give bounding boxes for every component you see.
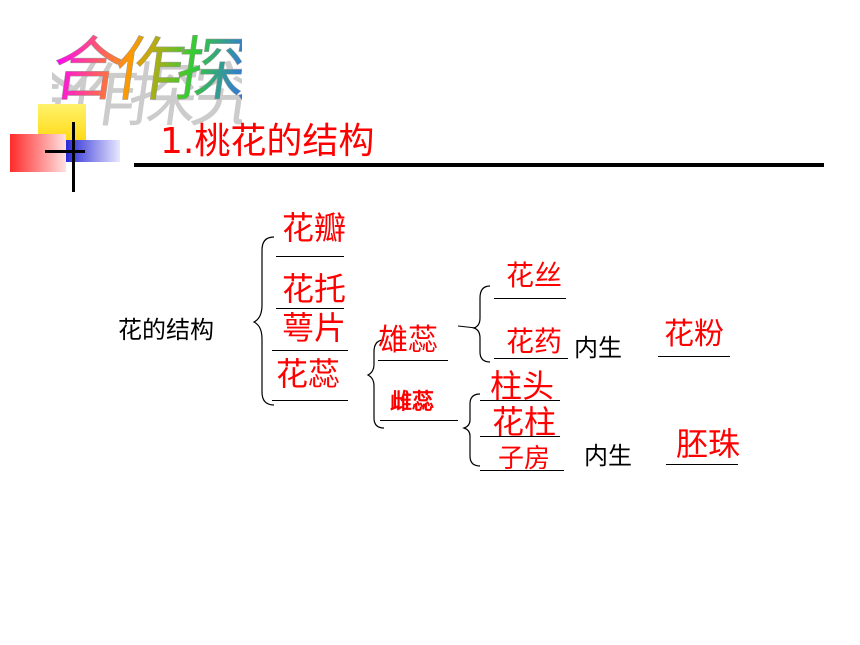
- blank-stamen: [378, 360, 448, 361]
- blank-sepal: [272, 350, 348, 351]
- wordart-title: 合作探究 合作探究: [52, 29, 242, 126]
- blank-pollen: [658, 356, 730, 357]
- answer-ovule: 胚珠: [676, 425, 741, 463]
- blank-receptacle: [276, 308, 344, 309]
- answer-receptacle: 花托: [282, 270, 347, 308]
- answer-pistil: 雌蕊: [390, 390, 435, 415]
- answer-petal: 花瓣: [282, 209, 347, 247]
- blank-anther: [494, 358, 568, 359]
- root-label: 花的结构: [118, 316, 214, 344]
- wordart-title-text: 合作探究: [52, 29, 242, 111]
- answer-stigma: 柱头: [490, 367, 555, 405]
- blank-pistil: [380, 420, 458, 421]
- blank-style: [480, 436, 560, 437]
- title-underline: [134, 163, 824, 167]
- blank-filament: [494, 298, 566, 299]
- page-title: 1.桃花的结构: [160, 121, 375, 162]
- blank-petal: [276, 256, 344, 257]
- answer-style: 花柱: [492, 403, 557, 441]
- blank-ovule: [666, 464, 738, 465]
- blank-ovary: [480, 470, 564, 471]
- answer-stamen: 雄蕊: [378, 323, 438, 358]
- decorative-squares: [10, 104, 120, 192]
- inner-text-2: 内生: [584, 442, 632, 470]
- blank-pistil-group: [272, 400, 348, 401]
- answer-anther: 花药: [506, 325, 563, 358]
- answer-filament: 花丝: [506, 259, 563, 292]
- answer-sepal: 萼片: [282, 309, 347, 347]
- answer-pistil-group: 花蕊: [276, 355, 341, 393]
- inner-text-1: 内生: [574, 334, 622, 362]
- blank-stigma: [480, 400, 560, 401]
- answer-pollen: 花粉: [664, 317, 724, 352]
- answer-ovary: 子房: [498, 444, 551, 474]
